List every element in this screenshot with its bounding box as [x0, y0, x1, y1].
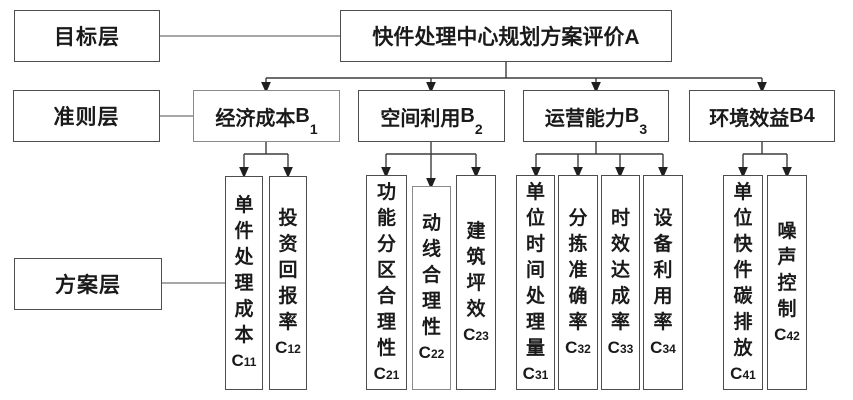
indicator-name: 功能分区合理性	[376, 181, 396, 359]
indicator-code: C23	[463, 324, 489, 344]
indicator-node-c21: 功能分区合理性 C21	[366, 175, 407, 390]
criterion-name: 空间利用	[380, 107, 461, 130]
indicator-node-c31: 单位时间处理量 C31	[516, 175, 555, 390]
criterion-code-sub: 1	[309, 121, 318, 138]
indicator-code: C11	[231, 351, 257, 370]
layer-label-scheme: 方案层	[14, 258, 162, 310]
indicator-name: 建筑坪效	[466, 220, 486, 320]
indicator-code: C42	[774, 324, 800, 344]
criterion-name: 环境效益	[709, 107, 790, 130]
criterion-name: 经济成本	[215, 107, 296, 130]
layer-label-criteria: 准则层	[13, 90, 160, 142]
criterion-code: B	[789, 104, 804, 127]
indicator-node-c33: 时效达成率 C33	[601, 175, 640, 390]
indicator-node-c12: 投资回报率 C12	[269, 176, 307, 390]
indicator-node-c11: 单件处理成本 C11	[225, 176, 263, 390]
indicator-name: 投资回报率	[278, 208, 298, 333]
criterion-code-sub: 3	[639, 121, 648, 138]
criterion-code-sub: 2	[474, 121, 483, 138]
indicator-node-c42: 噪声控制 C42	[767, 175, 807, 390]
indicator-node-c34: 设备利用率 C34	[643, 175, 683, 390]
indicator-code: C31	[522, 363, 549, 383]
indicator-name: 噪声控制	[777, 220, 797, 320]
indicator-code: C22	[418, 343, 445, 362]
indicator-code: C33	[607, 337, 634, 357]
indicator-code: C41	[730, 363, 756, 383]
indicator-node-c22: 动线合理性 C22	[412, 186, 451, 390]
indicator-name: 动线合理性	[421, 213, 441, 338]
indicator-name: 设备利用率	[653, 207, 673, 333]
layer-label-goal: 目标层	[14, 10, 160, 62]
indicator-name: 单件处理成本	[234, 195, 254, 346]
indicator-name: 时效达成率	[610, 207, 630, 333]
indicator-code: C34	[650, 337, 676, 357]
indicator-node-c41: 单位快件碳排放 C41	[723, 175, 763, 390]
indicator-name: 单位时间处理量	[525, 181, 545, 359]
indicator-name: 单位快件碳排放	[733, 181, 753, 359]
indicator-node-c23: 建筑坪效 C23	[456, 175, 496, 390]
goal-node: 快件处理中心规划方案评价A	[340, 10, 672, 62]
indicator-node-c32: 分拣准确率 C32	[558, 175, 598, 390]
criterion-code: B	[624, 104, 640, 127]
indicator-code: C32	[565, 337, 591, 357]
indicator-name: 分拣准确率	[568, 207, 588, 333]
indicator-code: C12	[275, 338, 301, 357]
criterion-code: B	[460, 104, 475, 127]
criterion-code-sub: 4	[803, 104, 815, 127]
criterion-code: B	[295, 104, 310, 127]
indicator-code: C21	[373, 363, 400, 383]
criterion-name: 运营能力	[544, 107, 625, 130]
